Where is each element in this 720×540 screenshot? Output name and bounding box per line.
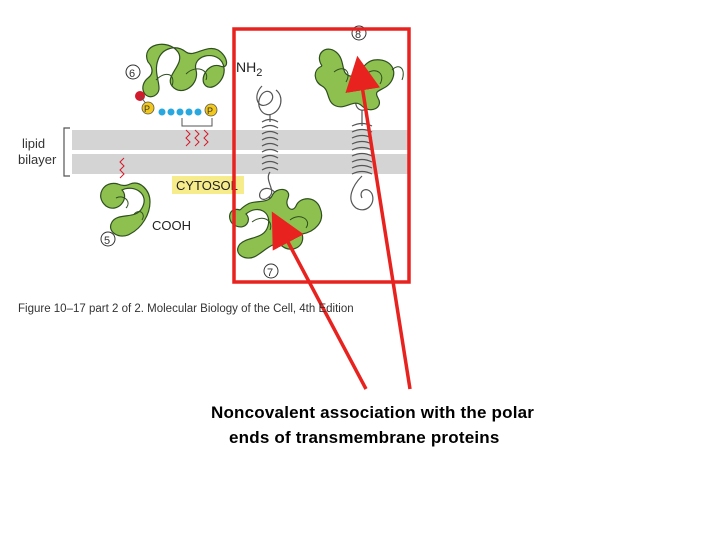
- bilayer-label: bilayer: [18, 152, 57, 167]
- nh2-label: NH2: [236, 59, 262, 79]
- cooh-label: COOH: [152, 218, 191, 233]
- marker-8-text: 8: [355, 29, 361, 41]
- protein-7-green: [230, 189, 322, 258]
- lipid-bilayer: [64, 128, 410, 176]
- nh2-main: NH: [236, 59, 256, 75]
- caption-line-2: ends of transmembrane proteins: [229, 428, 500, 448]
- arrow-to-protein-8: [360, 73, 410, 389]
- marker-6: 6: [126, 65, 140, 80]
- caption-line-1: Noncovalent association with the polar: [211, 403, 534, 423]
- marker-7: 7: [264, 264, 278, 279]
- marker-5: 5: [101, 232, 115, 247]
- marker-7-text: 7: [267, 267, 273, 279]
- nh2-sub: 2: [256, 67, 262, 79]
- phosphate-left: P: [144, 104, 150, 114]
- lipid-label: lipid: [22, 136, 45, 151]
- marker-6-text: 6: [129, 68, 135, 80]
- phosphate-right: P: [207, 106, 213, 116]
- figure-caption: Figure 10–17 part 2 of 2. Molecular Biol…: [18, 303, 354, 315]
- cytosol-label: CYTOSOL: [176, 178, 238, 193]
- protein-6-green: [143, 44, 227, 96]
- marker-5-text: 5: [104, 235, 110, 247]
